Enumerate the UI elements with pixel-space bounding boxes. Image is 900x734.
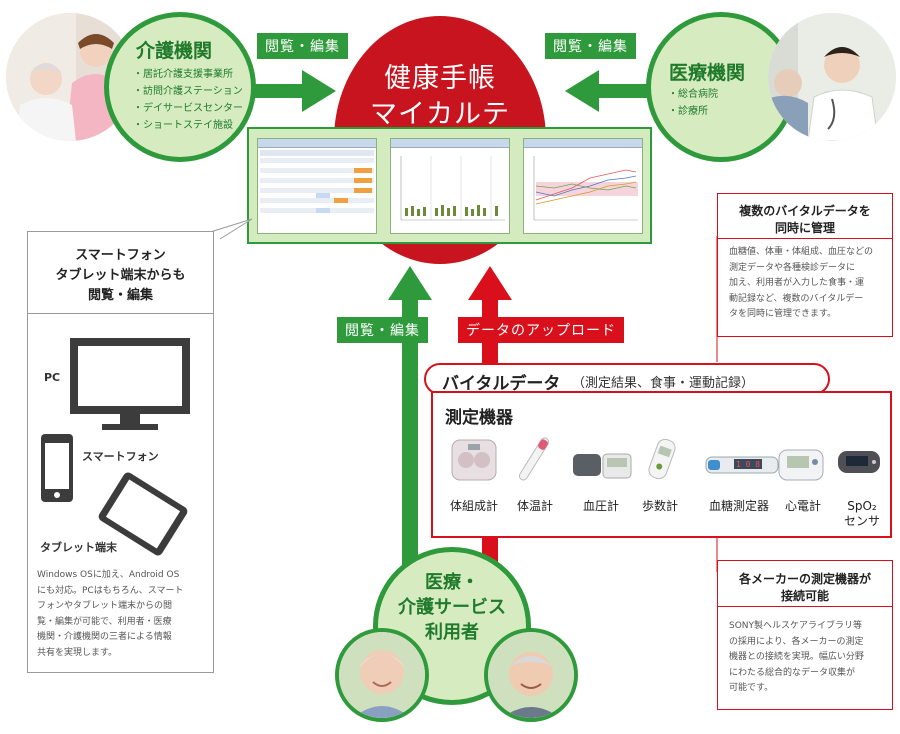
users-line2: 介護サービス: [398, 597, 506, 618]
elderly-man-illustration: [488, 632, 574, 718]
multi-vital-heading-2: 同時に管理: [774, 221, 835, 235]
device-label-pedometer: 歩数計: [641, 499, 678, 513]
center-title-line2: マイカルテ: [370, 99, 510, 130]
tablet-icon: [98, 472, 188, 556]
body-line: フォンやタブレット端末からの閲: [37, 601, 173, 611]
list-item: デイサービスセンター: [133, 100, 243, 117]
line-chart-thumbnail: [533, 156, 638, 221]
center-title-line1: 健康手帳: [384, 63, 496, 94]
glucose-meter-icon: 1 0 8: [705, 456, 779, 474]
panel-divider: [718, 238, 892, 239]
body-line: にも対応。PCはもちろん、スマート: [37, 585, 184, 596]
body-line: 共有を実現します。: [37, 647, 118, 658]
maker-heading-1: 各メーカーの測定機器が: [738, 572, 871, 586]
body-line: SONY製ヘルスケアライブラリ等: [729, 621, 863, 631]
medical-institution-list: 総合病院 診療所: [668, 86, 718, 120]
body-line: Windows OSに加え、Android OS: [37, 570, 180, 580]
device-label-ecg: 心電計: [784, 499, 821, 513]
measurement-devices-box: 測定機器 1 0 8: [431, 391, 892, 538]
line-chart-screenshot: [523, 138, 643, 234]
multi-vital-body: 血糖値、体重・体組成、血圧などの 測定データや各種検診データに 加え、利用者が入…: [729, 245, 891, 323]
multi-vital-panel: 複数のバイタルデータを 同時に管理 血糖値、体重・体組成、血圧などの 測定データ…: [717, 193, 893, 337]
device-label-body-composition: 体組成計: [449, 499, 498, 513]
vital-data-title: バイタルデータ: [442, 374, 561, 394]
doctor-illustration: [768, 13, 896, 141]
elderly-man-photo: [484, 628, 578, 722]
maker-body: SONY製ヘルスケアライブラリ等 の採用により、各メーカーの測定 機器との接続を…: [729, 619, 891, 697]
vital-data-subtitle: （測定結果、食事・運動記録）: [572, 376, 755, 391]
panel-divider: [718, 606, 892, 607]
list-item: 居託介護支援事業所: [133, 66, 243, 83]
care-institution-list: 居託介護支援事業所 訪問介護ステーション デイサービスセンター ショートステイ施…: [133, 66, 243, 134]
body-line: 測定データや各種検診データに: [729, 262, 856, 273]
maker-heading-2: 接続可能: [780, 589, 829, 603]
bottom-view-edit-tag: 閲覧・編集: [337, 317, 428, 343]
device-label-blood-pressure: 血圧計: [582, 499, 619, 513]
svg-text:1 0 8: 1 0 8: [736, 460, 760, 469]
list-item: ショートステイ施設: [133, 117, 243, 134]
device-label-glucose-meter: 血糖測定器: [708, 499, 769, 513]
left-view-edit-tag: 閲覧・編集: [257, 33, 348, 59]
body-composition-icon: [451, 439, 497, 481]
body-line: の採用により、各メーカーの測定: [729, 636, 864, 647]
body-line: 動記録など、複数のバイタルデー: [729, 293, 864, 304]
body-line: 機器との接続を実現。幅広い分野: [729, 652, 864, 662]
elderly-woman-photo: [335, 628, 429, 722]
smartphone-icon: [41, 434, 73, 502]
pc-icon: [70, 338, 190, 430]
multi-vital-heading-1: 複数のバイタルデータを: [739, 204, 871, 218]
right-arrow: [565, 70, 658, 112]
device-label-spo2: SpO₂: [847, 499, 877, 513]
upload-tag: データのアップロード: [458, 317, 624, 343]
elderly-woman-illustration: [339, 632, 425, 718]
smartphone-panel-heading-1: スマートフォン: [75, 248, 166, 263]
body-line: 機関・介護機関の三者による情報: [37, 632, 172, 642]
thermometer-icon: [518, 437, 550, 481]
smartphone-panel-heading-3: 閲覧・編集: [87, 288, 153, 303]
pc-label: PC: [44, 371, 61, 384]
spo2-sensor-icon: [838, 451, 880, 473]
bar-chart-screenshot: [390, 138, 510, 234]
blood-pressure-icon: [573, 453, 632, 479]
body-line: 血糖値、体重・体組成、血圧などの: [729, 247, 874, 257]
list-item: 総合病院: [668, 86, 718, 103]
body-line: 加え、利用者が入力した食事・運: [729, 278, 865, 288]
body-line: 覧・編集が可能で、利用者・医療: [37, 616, 172, 627]
pedometer-icon: [648, 438, 676, 480]
table-screenshot: [257, 138, 377, 234]
smartphone-panel-heading-2: タブレット端末からも: [55, 268, 186, 283]
tablet-label: タブレット端末: [40, 541, 117, 554]
doctor-photo: [768, 13, 896, 141]
body-line: にわたる総合的なデータ収集が: [729, 667, 856, 678]
body-line: 可能です。: [729, 683, 774, 693]
table-thumbnail: [260, 150, 374, 213]
care-institution-title: 介護機関: [136, 40, 213, 62]
smartphone-label: スマートフォン: [82, 450, 159, 463]
device-label-thermometer: 体温計: [516, 499, 553, 513]
users-line1: 医療・: [425, 572, 479, 593]
left-arrow: [240, 70, 336, 112]
device-label-spo2-sensor: センサ: [843, 514, 880, 528]
right-view-edit-tag: 閲覧・編集: [545, 33, 636, 59]
list-item: 診療所: [668, 103, 718, 120]
green-up-arrow: [388, 266, 432, 590]
smartphone-panel-body: Windows OSに加え、Android OS にも対応。PCはもちろん、スマ…: [37, 568, 209, 661]
medical-institution-title: 医療機関: [669, 62, 746, 84]
panel-divider: [28, 313, 213, 314]
list-item: 訪問介護ステーション: [133, 83, 243, 100]
devices-title: 測定機器: [445, 408, 513, 428]
users-line3: 利用者: [425, 622, 479, 643]
vital-data-pill: バイタルデータ （測定結果、食事・運動記録）: [424, 363, 830, 395]
bar-chart-thumbnail: [400, 156, 505, 221]
smartphone-panel: スマートフォン タブレット端末からも 閲覧・編集 PC スマートフォン タブレッ…: [27, 231, 214, 673]
body-line: タを同時に管理できます。: [729, 309, 837, 319]
screenshot-strip: [247, 127, 652, 244]
maker-panel: 各メーカーの測定機器が 接続可能 SONY製ヘルスケアライブラリ等 の採用により…: [717, 560, 893, 710]
electrocardiograph-icon: [778, 449, 824, 481]
